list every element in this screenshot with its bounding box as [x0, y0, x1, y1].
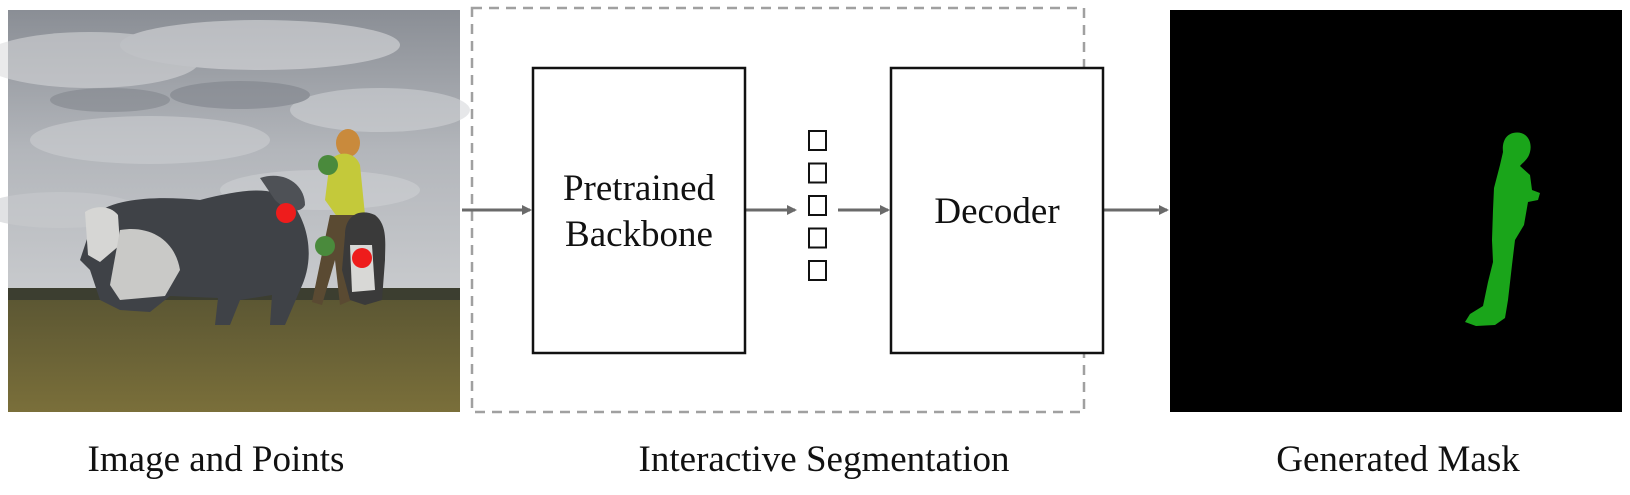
- caption-image-and-points: Image and Points: [87, 439, 345, 480]
- caption-interactive-segmentation: Interactive Segmentation: [638, 439, 1010, 480]
- dog-large: [80, 175, 309, 325]
- backbone-block: Pretrained Backbone: [531, 66, 747, 355]
- token-square: [808, 162, 827, 184]
- token-square: [808, 195, 827, 216]
- negative-point[interactable]: [352, 248, 372, 268]
- caption-generated-mask: Generated Mask: [1276, 439, 1520, 480]
- input-photo: [0, 10, 470, 412]
- decoder-block: Decoder: [889, 66, 1105, 355]
- token-square: [808, 130, 827, 151]
- decoder-label: Decoder: [934, 191, 1059, 232]
- backbone-label-line1: Pretrained: [563, 168, 716, 209]
- positive-point[interactable]: [315, 236, 335, 256]
- person-mask: [1465, 132, 1540, 326]
- generated-mask-panel: [1170, 10, 1622, 412]
- negative-point[interactable]: [276, 203, 296, 223]
- positive-point[interactable]: [318, 155, 338, 175]
- backbone-label-line2: Backbone: [565, 214, 713, 255]
- token-square: [808, 227, 827, 249]
- token-square: [808, 260, 827, 281]
- interactive-segmentation-region: [470, 6, 1086, 414]
- token-stack: [808, 130, 827, 281]
